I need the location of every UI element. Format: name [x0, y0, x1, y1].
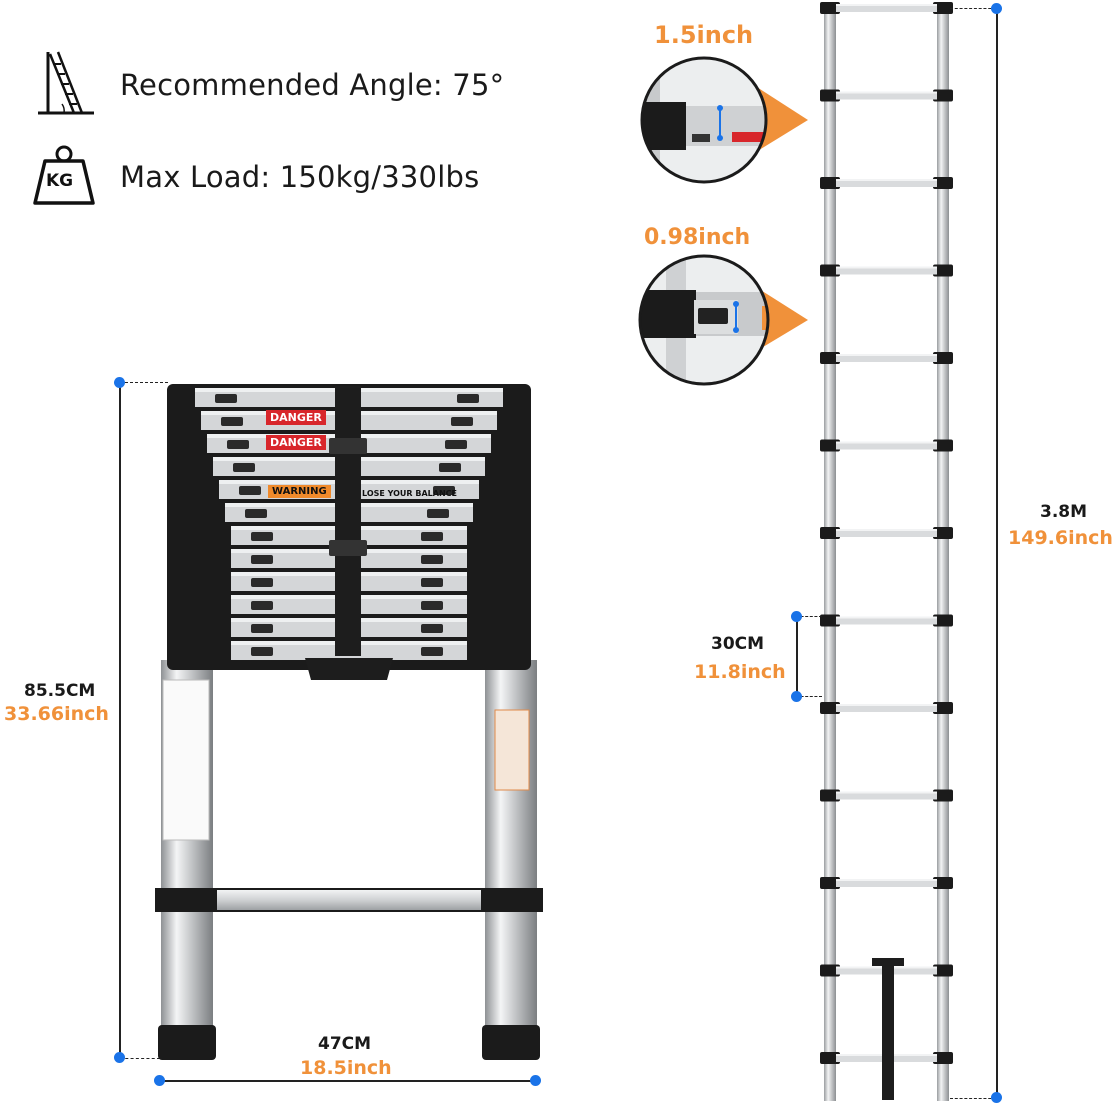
rung-spacing-guide-bottom [796, 696, 822, 697]
weight-kg-icon [33, 145, 95, 205]
width-dot-right [530, 1075, 541, 1086]
width-cm: 47CM [318, 1034, 372, 1054]
width-inch: 18.5inch [300, 1057, 392, 1079]
height-guide-bottom [120, 1058, 160, 1059]
ext-height-guide-top [950, 8, 996, 9]
angle-spec-text: Recommended Angle: 75° [120, 68, 505, 102]
ext-height-dot-bottom [991, 1092, 1002, 1103]
rung-spacing-dot-top [791, 611, 802, 622]
rung-thickness-inch: 0.98inch [644, 225, 751, 250]
kg-icon-label: KG [46, 171, 74, 191]
danger-label-1: DANGER [266, 410, 326, 425]
danger-label-2: DANGER [266, 435, 326, 450]
width-dot-left [154, 1075, 165, 1086]
load-spec-text: Max Load: 150kg/330lbs [120, 160, 480, 194]
ext-height-dot-top [991, 3, 1002, 14]
ext-height-line [996, 9, 998, 1099]
rung-depth-zoom [640, 56, 808, 184]
ext-height-guide-bottom [950, 1098, 996, 1099]
closed-height-inch: 33.66inch [4, 703, 109, 725]
extended-ladder-drawing [820, 2, 953, 1101]
height-guide-top [120, 382, 168, 383]
rung-spacing-cm: 30CM [711, 634, 765, 654]
height-dimension-line [119, 382, 121, 1058]
height-dot-bottom [114, 1052, 125, 1063]
ladder-angle-icon [38, 51, 94, 115]
rung-spacing-line [796, 616, 798, 696]
closed-ladder-drawing [155, 384, 543, 1060]
warning-label: WARNING [268, 485, 331, 498]
rung-spacing-inch: 11.8inch [694, 661, 786, 683]
lose-balance-label: LOSE YOUR BALANCE [362, 489, 457, 498]
rung-spacing-guide-top [796, 616, 822, 617]
width-dimension-line [160, 1080, 536, 1082]
height-dot-top [114, 377, 125, 388]
rung-thickness-zoom [638, 254, 808, 386]
ext-height-inch: 149.6inch [1008, 527, 1113, 549]
ext-height-m: 3.8M [1040, 502, 1088, 522]
closed-height-cm: 85.5CM [24, 681, 96, 701]
rung-spacing-dot-bottom [791, 691, 802, 702]
rung-depth-inch: 1.5inch [654, 21, 754, 49]
